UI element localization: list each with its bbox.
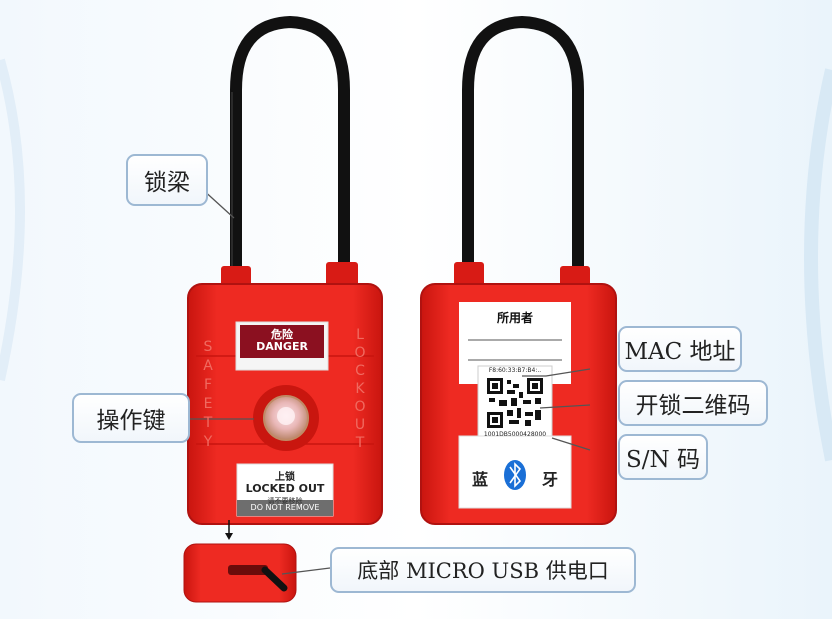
owner-label: 所用者 xyxy=(496,311,533,325)
side-lockout-text: LOCKOUT xyxy=(354,327,366,451)
bt-right-text: 牙 xyxy=(541,470,558,489)
do-not-cn-text: 请不要移除 xyxy=(267,497,303,505)
danger-en-text: DANGER xyxy=(256,340,308,353)
callout-operate-key: 操作键 xyxy=(72,393,190,443)
locked-en-text: LOCKED OUT xyxy=(245,482,325,495)
callout-qr: 开锁二维码 xyxy=(618,380,768,426)
front-shackle xyxy=(230,15,350,296)
danger-cn-text: 危险 xyxy=(271,328,293,341)
mac-text: F8:60:33:B7:B4:.. xyxy=(488,367,542,374)
back-shackle xyxy=(462,15,584,296)
do-not-en-text: DO NOT REMOVE xyxy=(250,503,320,512)
front-lock xyxy=(187,15,383,525)
callout-sn: S/N 码 xyxy=(618,434,708,480)
locked-cn-text: 上锁 xyxy=(275,472,295,483)
back-lock xyxy=(420,15,617,525)
side-safety-text: SAFETY xyxy=(203,339,213,450)
callout-usb: 底部 MICRO USB 供电口 xyxy=(330,547,636,593)
callout-shackle: 锁梁 xyxy=(126,154,208,206)
usb-cable xyxy=(261,566,288,592)
qr-code-icon xyxy=(487,378,543,428)
sn-text: 1001DB5000428000 xyxy=(483,431,547,438)
leader-lines xyxy=(189,177,591,575)
usb-bottom-view xyxy=(183,520,297,603)
bt-left-text: 蓝 xyxy=(471,470,488,489)
callout-mac: MAC 地址 xyxy=(618,326,742,372)
